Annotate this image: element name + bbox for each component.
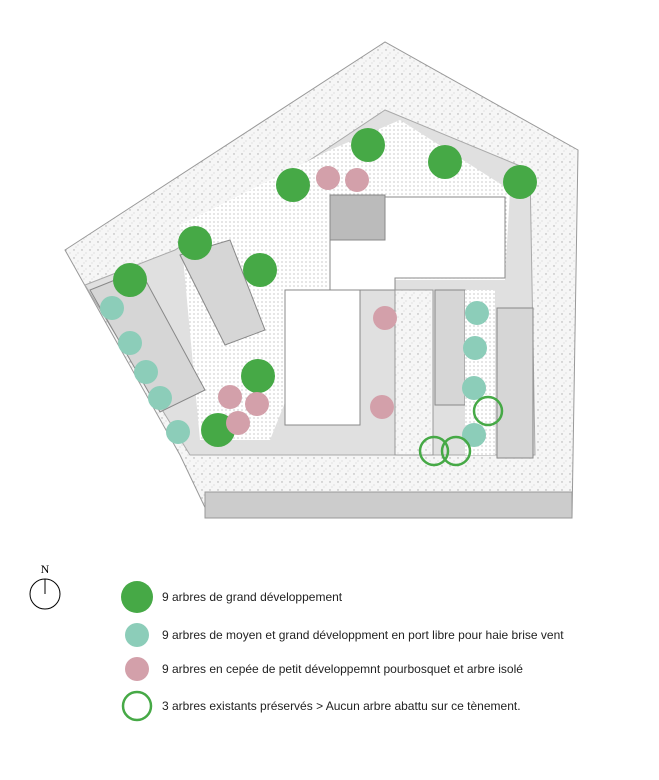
existing-tree-icon xyxy=(121,690,153,722)
legend-item-existing: 3 arbres existants préservés > Aucun arb… xyxy=(120,690,521,722)
large-tree-icon xyxy=(121,581,153,613)
legend-text: 9 arbres de grand développement xyxy=(162,590,343,604)
parking-east-b xyxy=(496,307,534,459)
small-tree-icon xyxy=(218,385,242,409)
large-tree-icon xyxy=(243,253,277,287)
large-tree-icon xyxy=(113,263,147,297)
large-tree-icon xyxy=(503,165,537,199)
medium-tree-icon xyxy=(465,301,489,325)
south-path xyxy=(204,491,573,519)
small-tree-icon xyxy=(345,168,369,192)
medium-tree-icon xyxy=(166,420,190,444)
medium-tree-icon xyxy=(462,423,486,447)
large-tree-icon xyxy=(351,128,385,162)
plan-drawing xyxy=(64,41,579,519)
legend-item-small: 9 arbres en cepée de petit développemnt … xyxy=(120,656,523,682)
medium-tree-icon xyxy=(462,376,486,400)
small-tree-icon xyxy=(373,306,397,330)
medium-tree-icon xyxy=(118,331,142,355)
existing-tree-icon xyxy=(418,435,450,467)
medium-tree-icon xyxy=(100,296,124,320)
legend-text: 9 arbres de moyen et grand développment … xyxy=(162,628,564,642)
legend-item-large: 9 arbres de grand développement xyxy=(120,580,342,614)
large-tree-icon xyxy=(276,168,310,202)
legend-item-medium: 9 arbres de moyen et grand développment … xyxy=(120,622,564,648)
north-label: N xyxy=(40,562,50,576)
small-tree-icon xyxy=(316,166,340,190)
north-arrow: N xyxy=(28,562,62,615)
medium-tree-icon xyxy=(134,360,158,384)
medium-tree-icon xyxy=(125,623,149,647)
large-tree-icon xyxy=(428,145,462,179)
parking-north-west xyxy=(179,239,266,346)
small-tree-icon xyxy=(226,411,250,435)
building-west xyxy=(284,289,361,426)
large-tree-icon xyxy=(241,359,275,393)
medium-tree-icon xyxy=(148,386,172,410)
large-tree-icon xyxy=(178,226,212,260)
building-south xyxy=(394,289,434,456)
small-tree-icon xyxy=(370,395,394,419)
north-arrow-icon xyxy=(29,578,61,610)
small-tree-icon xyxy=(125,657,149,681)
existing-tree-icon xyxy=(440,435,472,467)
small-tree-icon xyxy=(245,392,269,416)
legend-text: 3 arbres existants préservés > Aucun arb… xyxy=(162,699,521,713)
medium-tree-icon xyxy=(463,336,487,360)
parking-east-a xyxy=(434,289,466,406)
stairs xyxy=(329,194,386,241)
legend-text: 9 arbres en cepée de petit développemnt … xyxy=(162,662,523,676)
existing-tree-icon xyxy=(472,395,504,427)
